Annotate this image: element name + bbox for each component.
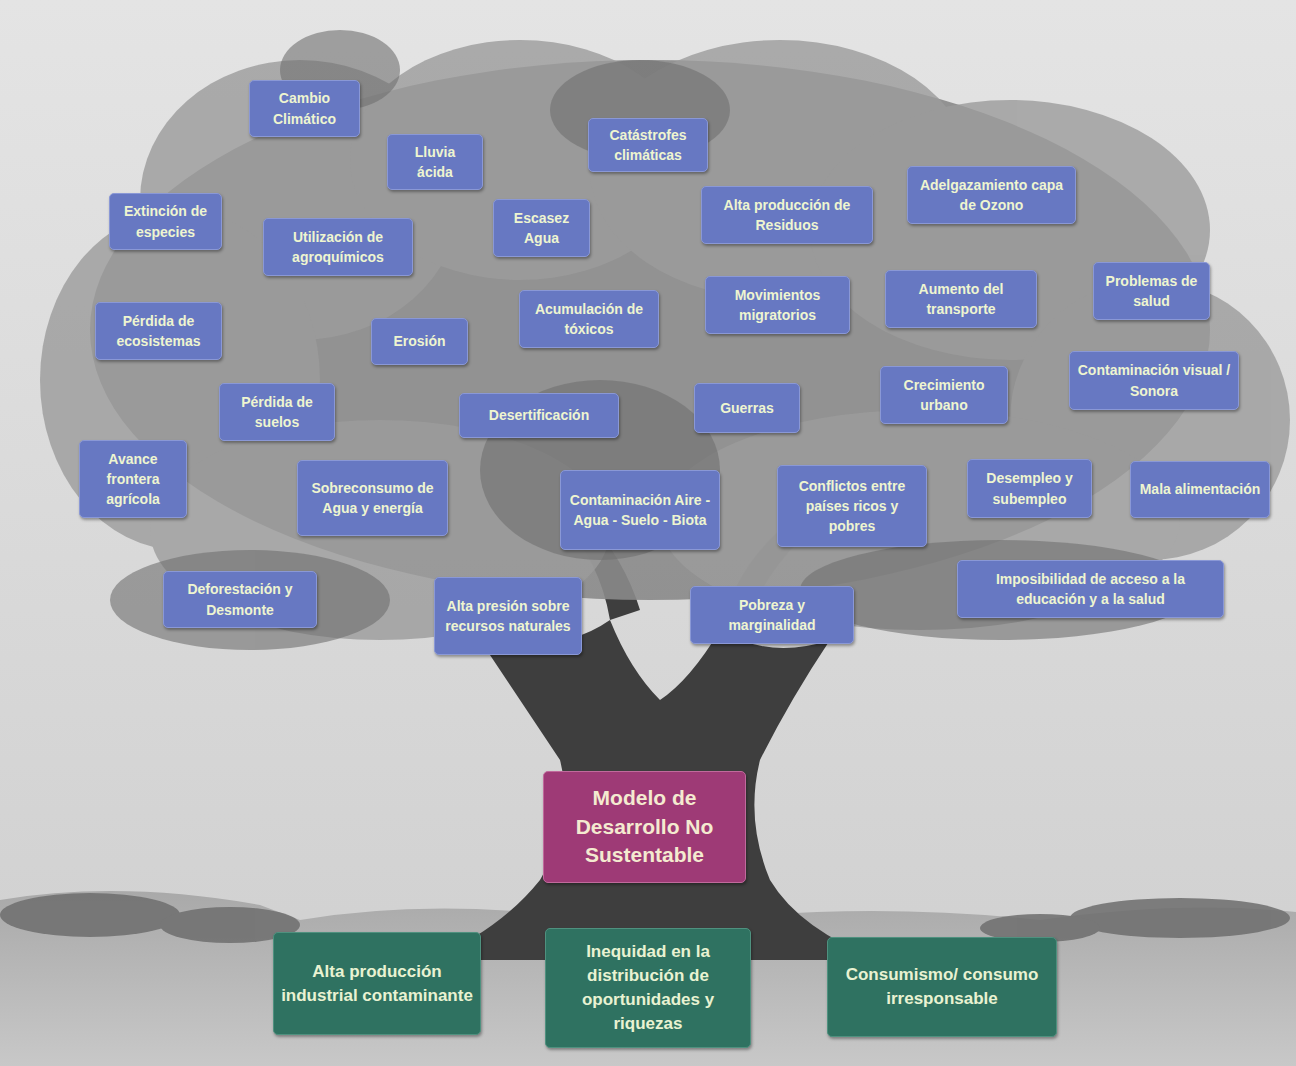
box-label: Adelgazamiento capa de Ozono xyxy=(915,175,1068,216)
problem-box: Movimientos migratorios xyxy=(705,276,850,334)
box-label: Deforestación y Desmonte xyxy=(171,579,309,620)
box-label: Utilización de agroquímicos xyxy=(271,227,405,268)
problem-box: Mala alimentación xyxy=(1130,461,1270,518)
box-label: Sobreconsumo de Agua y energía xyxy=(305,478,440,519)
box-label: Imposibilidad de acceso a la educación y… xyxy=(965,569,1216,610)
box-label: Catástrofes climáticas xyxy=(596,125,700,166)
box-label: Escasez Agua xyxy=(501,208,582,249)
problem-box: Catástrofes climáticas xyxy=(588,118,708,172)
problem-box: Erosión xyxy=(371,318,468,365)
problem-box: Escasez Agua xyxy=(493,199,590,257)
box-label: Problemas de salud xyxy=(1101,271,1202,312)
problem-box: Contaminación visual / Sonora xyxy=(1069,351,1239,410)
box-label: Modelo de Desarrollo No Sustentable xyxy=(551,784,738,869)
box-label: Avance frontera agrícola xyxy=(87,449,179,510)
box-label: Erosión xyxy=(393,331,445,351)
problem-box: Extinción de especies xyxy=(109,193,222,250)
box-label: Alta producción industrial contaminante xyxy=(281,960,473,1008)
problem-box: Cambio Climático xyxy=(249,80,360,137)
box-label: Consumismo/ consumo irresponsable xyxy=(835,963,1049,1011)
root-cause-box: Alta producción industrial contaminante xyxy=(273,932,481,1035)
root-cause-box: Consumismo/ consumo irresponsable xyxy=(827,937,1057,1037)
problem-box: Desertificación xyxy=(459,393,619,438)
box-label: Extinción de especies xyxy=(117,201,214,242)
problem-box: Sobreconsumo de Agua y energía xyxy=(297,460,448,536)
trunk-box: Modelo de Desarrollo No Sustentable xyxy=(543,771,746,883)
box-label: Pérdida de ecosistemas xyxy=(103,311,214,352)
problem-box: Lluvia ácida xyxy=(387,134,483,190)
box-label: Conflictos entre países ricos y pobres xyxy=(785,476,919,537)
problem-box: Alta producción de Residuos xyxy=(701,186,873,244)
box-label: Inequidad en la distribución de oportuni… xyxy=(553,940,743,1035)
problem-box: Imposibilidad de acceso a la educación y… xyxy=(957,560,1224,618)
problem-box: Deforestación y Desmonte xyxy=(163,571,317,628)
box-label: Acumulación de tóxicos xyxy=(527,299,651,340)
box-label: Lluvia ácida xyxy=(395,142,475,183)
problem-box: Pobreza y marginalidad xyxy=(690,586,854,644)
box-label: Aumento del transporte xyxy=(893,279,1029,320)
problem-box: Avance frontera agrícola xyxy=(79,440,187,518)
problem-box: Conflictos entre países ricos y pobres xyxy=(777,465,927,547)
problem-box: Desempleo y subempleo xyxy=(967,459,1092,518)
box-label: Movimientos migratorios xyxy=(713,285,842,326)
problem-box: Contaminación Aire - Agua - Suelo - Biot… xyxy=(560,470,720,550)
box-label: Pobreza y marginalidad xyxy=(698,595,846,636)
box-label: Alta presión sobre recursos naturales xyxy=(442,596,574,637)
box-label: Desempleo y subempleo xyxy=(975,468,1084,509)
box-label: Pérdida de suelos xyxy=(227,392,327,433)
box-label: Alta producción de Residuos xyxy=(709,195,865,236)
box-label: Mala alimentación xyxy=(1140,479,1261,499)
problem-box: Alta presión sobre recursos naturales xyxy=(434,577,582,655)
problem-box: Acumulación de tóxicos xyxy=(519,290,659,348)
problem-box: Adelgazamiento capa de Ozono xyxy=(907,166,1076,224)
box-label: Contaminación visual / Sonora xyxy=(1077,360,1231,401)
root-cause-box: Inequidad en la distribución de oportuni… xyxy=(545,928,751,1048)
box-label: Desertificación xyxy=(489,405,589,425)
box-label: Crecimiento urbano xyxy=(888,375,1000,416)
problem-box: Aumento del transporte xyxy=(885,270,1037,328)
problem-box: Guerras xyxy=(694,383,800,433)
box-label: Contaminación Aire - Agua - Suelo - Biot… xyxy=(568,490,712,531)
problem-box: Pérdida de ecosistemas xyxy=(95,302,222,360)
problem-box: Utilización de agroquímicos xyxy=(263,218,413,276)
problem-box: Crecimiento urbano xyxy=(880,366,1008,424)
box-label: Guerras xyxy=(720,398,774,418)
box-label: Cambio Climático xyxy=(257,88,352,129)
problem-box: Problemas de salud xyxy=(1093,262,1210,320)
problem-box: Pérdida de suelos xyxy=(219,383,335,441)
